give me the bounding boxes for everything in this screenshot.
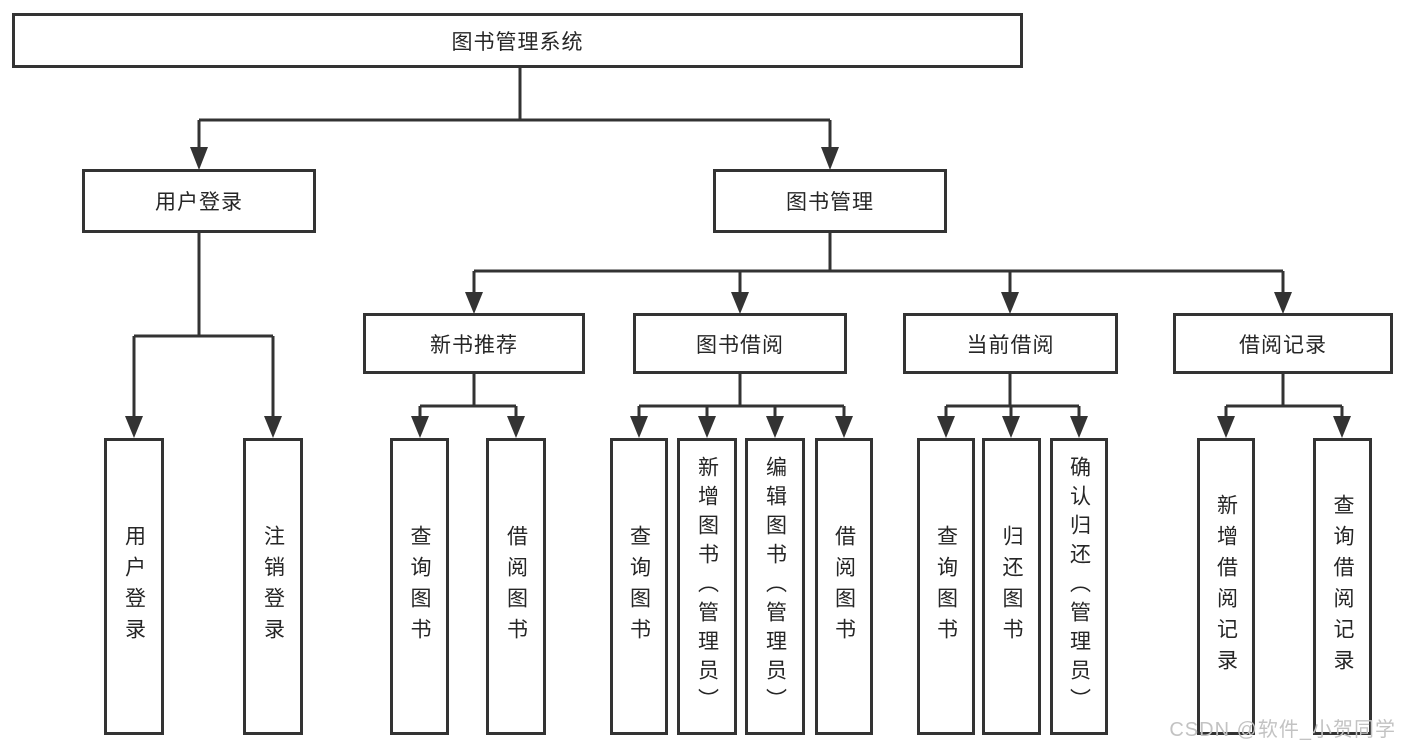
leaf-logout: 注销登录 <box>243 438 303 735</box>
leaf-borrow-query-books: 查询图书 <box>610 438 668 735</box>
arrowheads <box>125 147 1351 438</box>
new-book-recommend-node: 新书推荐 <box>363 313 585 374</box>
leaf-add-borrow-record: 新增借阅记录 <box>1197 438 1255 735</box>
borrow-records-node: 借阅记录 <box>1173 313 1393 374</box>
leaf-borrow-books: 借阅图书 <box>815 438 873 735</box>
leaf-return-books: 归还图书 <box>982 438 1041 735</box>
leaf-recommend-query-books: 查询图书 <box>390 438 449 735</box>
csdn-watermark: CSDN @软件_小贺同学 <box>1169 719 1396 741</box>
user-login-node: 用户登录 <box>82 169 316 233</box>
leaf-user-login: 用户登录 <box>104 438 164 735</box>
leaf-confirm-return-admin: 确认归还（管理员） <box>1050 438 1108 735</box>
leaf-query-borrow-record: 查询借阅记录 <box>1313 438 1372 735</box>
leaf-current-query-books: 查询图书 <box>917 438 975 735</box>
leaf-add-books-admin: 新增图书（管理员） <box>677 438 737 735</box>
root-node: 图书管理系统 <box>12 13 1023 68</box>
book-borrow-node: 图书借阅 <box>633 313 847 374</box>
book-management-node: 图书管理 <box>713 169 947 233</box>
current-borrow-node: 当前借阅 <box>903 313 1118 374</box>
leaf-edit-books-admin: 编辑图书（管理员） <box>745 438 805 735</box>
leaf-recommend-borrow-books: 借阅图书 <box>486 438 546 735</box>
